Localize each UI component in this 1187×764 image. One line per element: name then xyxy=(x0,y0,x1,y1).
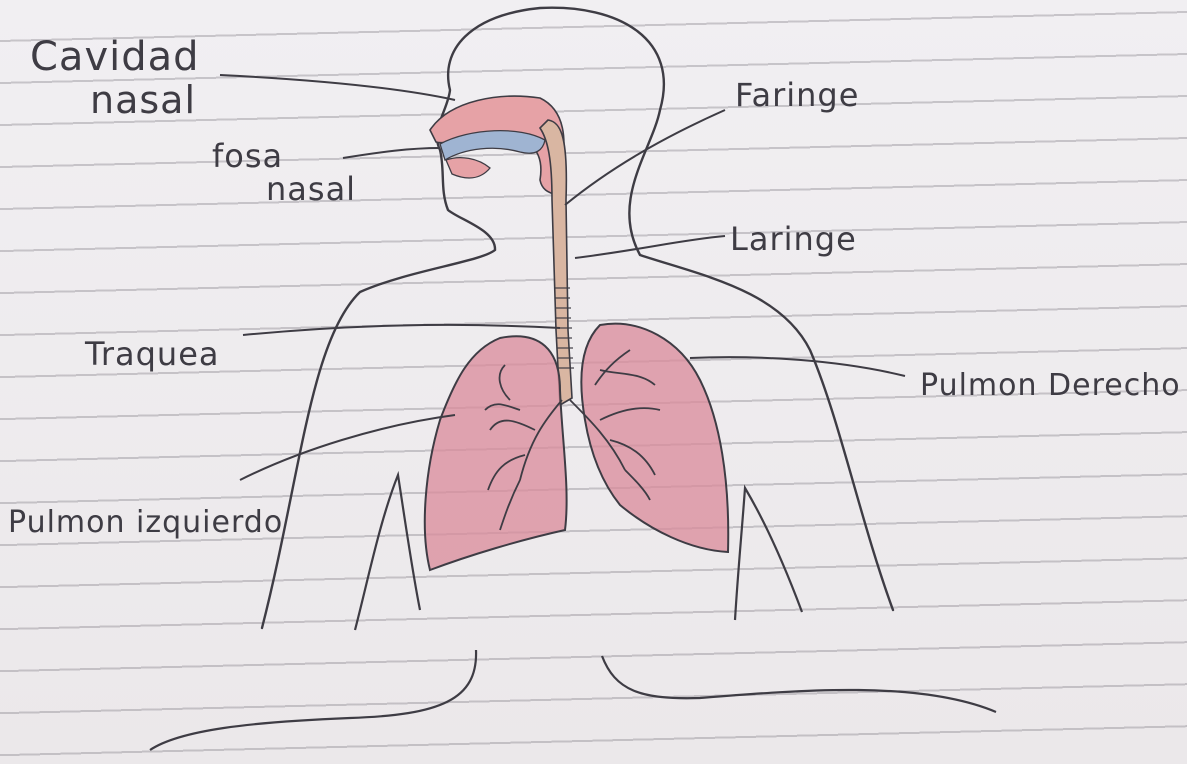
label-traquea: Traquea xyxy=(84,335,220,373)
label-pulmon-derecho: Pulmon Derecho xyxy=(920,368,1181,403)
label-faringe: Faringe xyxy=(735,76,859,114)
lower-left-line xyxy=(150,650,476,750)
left-inner-arm xyxy=(355,475,420,630)
leader-cavidad-nasal xyxy=(220,75,455,100)
label-cavidad-nasal-line2: nasal xyxy=(90,78,196,122)
leader-traquea xyxy=(243,325,560,335)
label-fosa-nasal-line2: nasal xyxy=(266,170,356,208)
lower-right-line xyxy=(602,656,996,712)
leader-pulmon-izquierdo xyxy=(240,415,455,480)
right-inner-arm xyxy=(735,488,802,620)
label-pulmon-izquierdo: Pulmon izquierdo xyxy=(8,505,283,540)
label-laringe: Laringe xyxy=(730,220,857,258)
leader-laringe xyxy=(575,236,725,258)
left-lung xyxy=(425,336,567,570)
label-cavidad-nasal-line1: Cavidad xyxy=(30,34,200,80)
fosa-nasal-shape xyxy=(446,158,490,178)
leader-pulmon-derecho xyxy=(690,357,905,376)
leader-fosa-nasal xyxy=(343,148,440,158)
leader-faringe xyxy=(565,110,725,205)
